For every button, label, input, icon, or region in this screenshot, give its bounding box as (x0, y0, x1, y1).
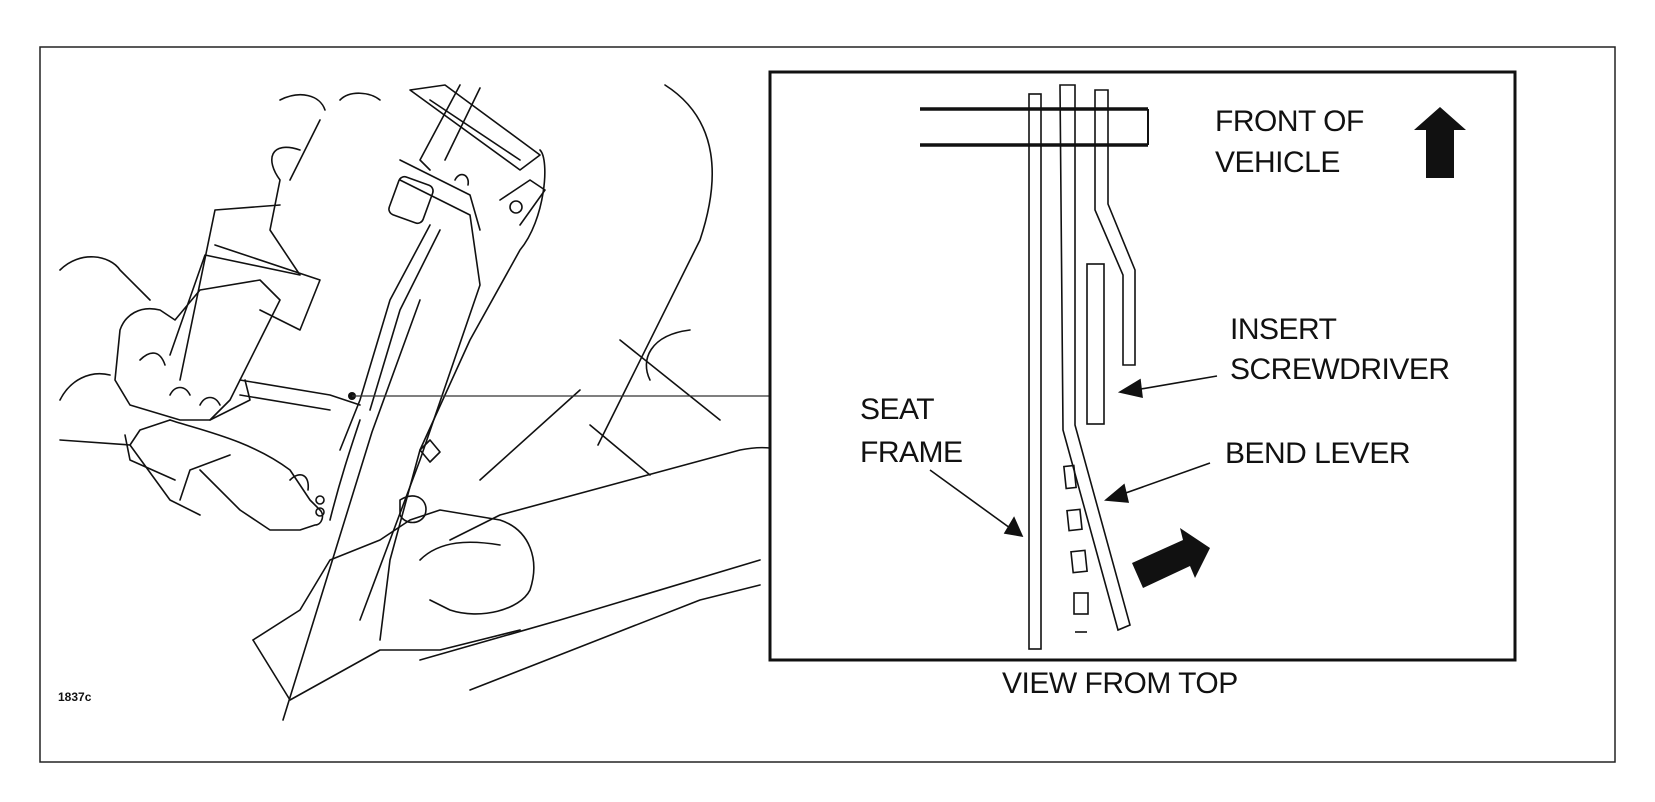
view-from-top-caption: VIEW FROM TOP (1002, 667, 1238, 700)
lower-hand (169, 419, 324, 531)
seat-frame-label-2: FRAME (860, 436, 963, 469)
seat-illustration (59, 84, 771, 721)
leader-line (348, 392, 770, 400)
upper-hand (114, 279, 281, 421)
figure-id-label: 1837c (58, 690, 92, 704)
seat-back-outline (597, 84, 713, 446)
front-of-vehicle-label-1: FRONT OF (1215, 105, 1364, 138)
lever-right-part (1094, 89, 1136, 366)
seat-frame-bar (1028, 93, 1042, 650)
lever (1059, 84, 1131, 632)
insert-label-1: INSERT (1230, 313, 1337, 346)
arrow-right-up-icon (1132, 528, 1210, 588)
screwdriver-shaft (239, 379, 361, 406)
inset-frame (768, 70, 1517, 662)
bend-lever-label: BEND LEVER (1225, 437, 1411, 470)
outer-frame (39, 46, 1616, 763)
buckle-housing (379, 149, 546, 641)
buckle-slot (388, 175, 434, 225)
belt-strap-left (282, 299, 421, 721)
insert-label-2: SCREWDRIVER (1230, 353, 1450, 386)
top-view-drawing (920, 84, 1149, 650)
callout-arrows (929, 375, 1218, 538)
arrow-up-icon (1414, 107, 1466, 178)
seat-frame-label-1: SEAT (860, 393, 935, 426)
front-of-vehicle-label-2: VEHICLE (1215, 146, 1340, 179)
screwdriver-slot (1086, 263, 1105, 425)
